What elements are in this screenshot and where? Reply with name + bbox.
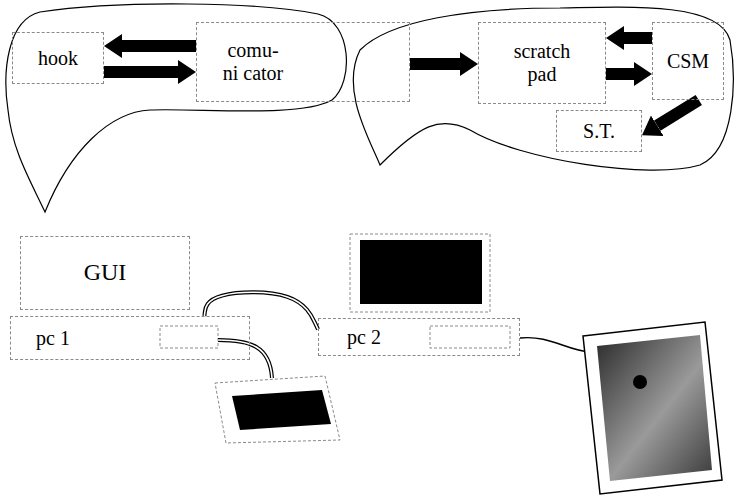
block-arrow: [657, 100, 699, 126]
drive-slot: [430, 326, 510, 348]
tablet-frame: [583, 322, 722, 494]
tablet-dot: [633, 375, 647, 389]
component-box: comu- ni cator: [196, 22, 410, 102]
node-label: GUI: [84, 259, 127, 287]
node-label: CSM: [667, 50, 709, 73]
block-arrow: [410, 64, 460, 65]
block-arrow: [624, 38, 652, 39]
keyboard-cable: [218, 340, 272, 378]
tablet-surface: [597, 335, 712, 481]
arrow-shaft: [657, 100, 699, 126]
block-arrow: [122, 46, 196, 47]
keyboard: [215, 376, 340, 443]
speech-bubble-outline: [6, 4, 347, 212]
component-box: hook: [12, 32, 104, 84]
speech-bubble-outline: [353, 7, 733, 170]
node-label: S.T.: [583, 120, 615, 143]
arrow-shaft: [606, 68, 634, 80]
monitor-screen: [360, 240, 482, 304]
cable-outer: [204, 292, 318, 329]
monitor-frame: [350, 234, 490, 312]
arrow-shaft: [104, 66, 178, 78]
cable: [204, 292, 318, 329]
node-label: comu- ni cator: [219, 39, 287, 85]
component-box: S.T.: [556, 110, 642, 152]
component-box: pc 1: [10, 316, 250, 360]
block-arrow: [104, 72, 178, 73]
arrow-shaft: [410, 58, 460, 70]
keyboard-cable: [218, 340, 272, 378]
arrow-shaft: [624, 32, 652, 44]
keyboard-keys: [232, 390, 331, 430]
tablet-cable: [520, 338, 590, 352]
component-box: GUI: [20, 236, 190, 310]
arrow-shaft: [122, 40, 196, 52]
node-label: pc 1: [36, 327, 70, 350]
cable-inner: [204, 292, 318, 329]
node-label: pc 2: [347, 326, 381, 349]
component-box: CSM: [652, 22, 724, 100]
node-label: scratch pad: [502, 40, 582, 86]
block-arrow: [606, 74, 634, 75]
component-box: pc 2: [318, 318, 520, 356]
drive-slot: [160, 326, 218, 348]
component-box: scratch pad: [478, 22, 606, 104]
node-label: hook: [38, 47, 78, 70]
